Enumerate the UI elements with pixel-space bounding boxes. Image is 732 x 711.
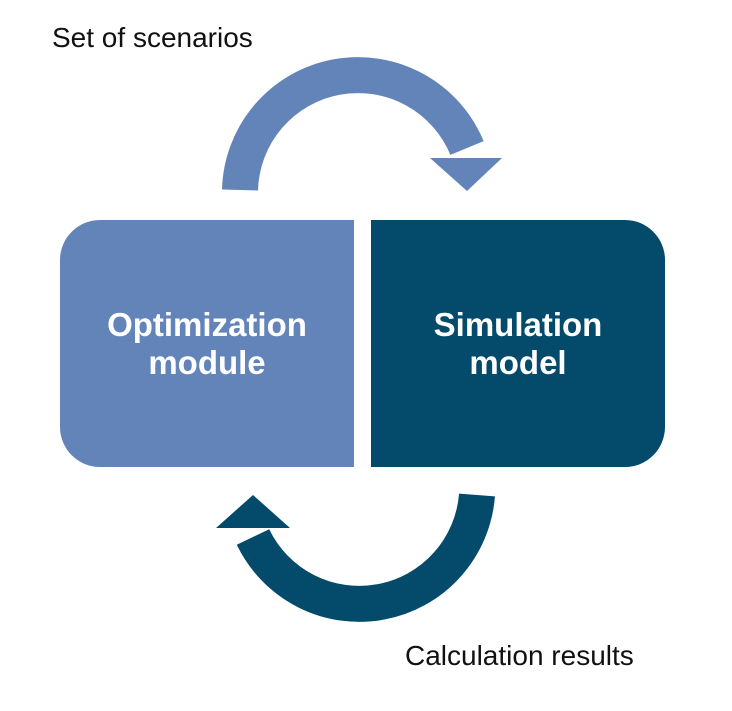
- curved-arrow-right-icon: [222, 57, 502, 191]
- simulation-model-line2: model: [469, 343, 567, 381]
- simulation-model-line1: Simulation: [433, 305, 603, 343]
- optimization-module-box: Optimization module: [60, 220, 354, 467]
- optimization-module-line1: Optimization: [107, 305, 307, 343]
- calculation-results-label: Calculation results: [405, 640, 634, 671]
- simulation-model-box: Simulation model: [371, 220, 665, 467]
- optimization-module-line2: module: [148, 343, 266, 381]
- set-of-scenarios-label: Set of scenarios: [52, 22, 253, 53]
- curved-arrow-left-icon: [216, 493, 495, 622]
